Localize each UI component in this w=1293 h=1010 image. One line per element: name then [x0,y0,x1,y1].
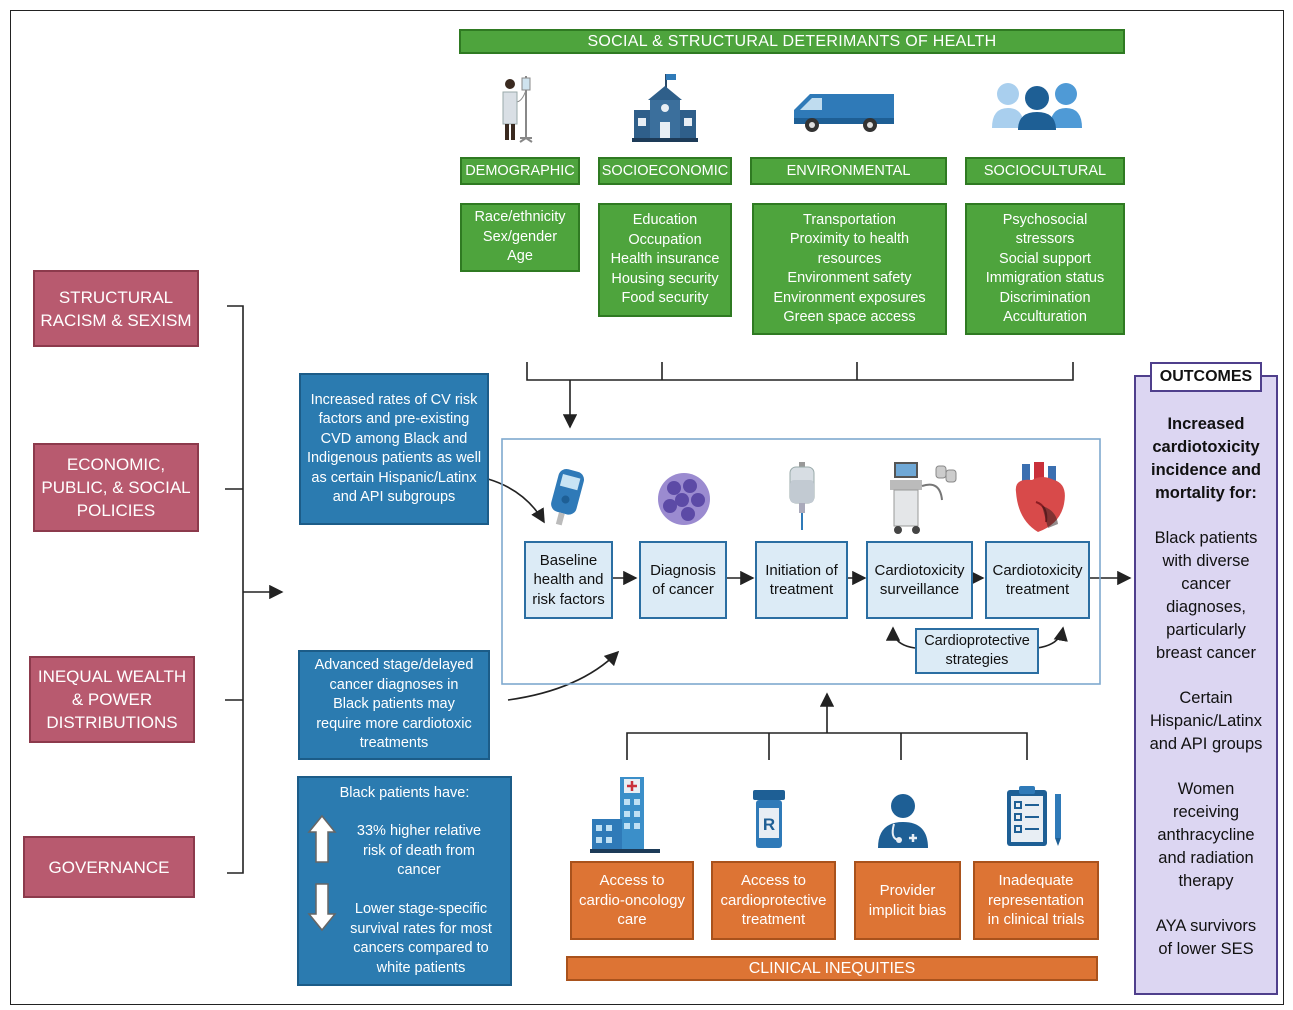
figure-frame [10,10,1284,1005]
category-environmental-label: ENVIRONMENTAL [750,157,947,185]
category-demographic-label: DEMOGRAPHIC [460,157,580,185]
lower-survival-text: Lower stage-specific survival rates for … [350,901,492,976]
cardioprotective-strategies: Cardioprotective strategies [915,628,1039,674]
outcome-group-hispanic-api: Certain Hispanic/Latinx and API groups [1149,689,1263,753]
arrow-down-icon [307,883,337,932]
step-diagnosis: Diagnosis of cancer [639,541,727,619]
clinical-trials-box: Inadequate representation in clinical tr… [973,861,1099,940]
pathway-panel [501,438,1101,685]
heart-icon [1015,462,1065,532]
doctor-icon [878,794,928,848]
policies-box: ECONOMIC, PUBLIC, & SOCIAL POLICIES [33,443,199,532]
outcomes-panel: Increased cardiotoxicity incidence and m… [1134,375,1278,995]
van-icon [794,94,894,132]
outcomes-title: OUTCOMES [1150,362,1262,392]
category-sociocultural-label: SOCIOCULTURAL [965,157,1125,185]
iv-bag-icon [789,462,815,530]
svg-text:R: R [763,815,775,834]
structural-racism-box: STRUCTURAL RACISM & SEXISM [33,270,199,347]
provider-bias-box: Provider implicit bias [854,861,961,940]
outcome-group-black-patients: Black patients with diverse cancer diagn… [1154,529,1258,662]
step-cardiotoxicity-surveillance: Cardiotoxicity surveillance [866,541,973,619]
category-socioeconomic-label: SOCIOECONOMIC [598,157,732,185]
hospital-icon [590,777,660,853]
black-patients-heading: Black patients have: [339,785,470,801]
outcome-group-women: Women receiving anthracycline and radiat… [1157,780,1255,890]
school-building-icon [632,74,698,142]
category-sociocultural-items: Psychosocial stressors Social support Im… [965,203,1125,335]
step-cardiotoxicity-treatment: Cardiotoxicity treatment [985,541,1090,619]
black-patients-note: Black patients have: 33% higher relative… [297,776,512,986]
cancer-cell-icon [658,473,710,525]
arrow-up-icon [307,814,337,863]
step-initiation-treatment: Initiation of treatment [755,541,848,619]
category-socioeconomic-items: Education Occupation Health insurance Ho… [598,203,732,317]
governance-box: GOVERNANCE [23,836,195,898]
outcome-group-aya: AYA survivors of lower SES [1155,917,1257,958]
ultrasound-machine-icon [890,462,957,534]
access-cardio-oncology-box: Access to cardio-oncology care [570,861,694,940]
glucometer-icon [551,468,585,526]
higher-risk-text: 33% higher relative risk of death from c… [356,823,482,878]
patient-iv-icon [502,76,533,143]
advanced-stage-note: Advanced stage/delayed cancer diagnoses … [298,650,490,760]
prescription-bottle-icon: R [753,790,785,848]
people-group-icon [992,83,1082,130]
wealth-power-box: INEQUAL WEALTH & POWER DISTRIBUTIONS [29,656,195,743]
sdoh-title: SOCIAL & STRUCTURAL DETERIMANTS OF HEALT… [459,29,1125,54]
access-cardioprotective-box: Access to cardioprotective treatment [711,861,836,940]
category-environmental-items: Transportation Proximity to health resou… [752,203,947,335]
category-demographic-items: Race/ethnicity Sex/gender Age [460,203,580,272]
clipboard-icon [1007,786,1061,846]
step-baseline-health: Baseline health and risk factors [524,541,613,619]
outcomes-headline: Increased cardiotoxicity incidence and m… [1150,415,1262,502]
cv-risk-note: Increased rates of CV risk factors and p… [299,373,489,525]
clinical-inequities-title: CLINICAL INEQUITIES [566,956,1098,981]
